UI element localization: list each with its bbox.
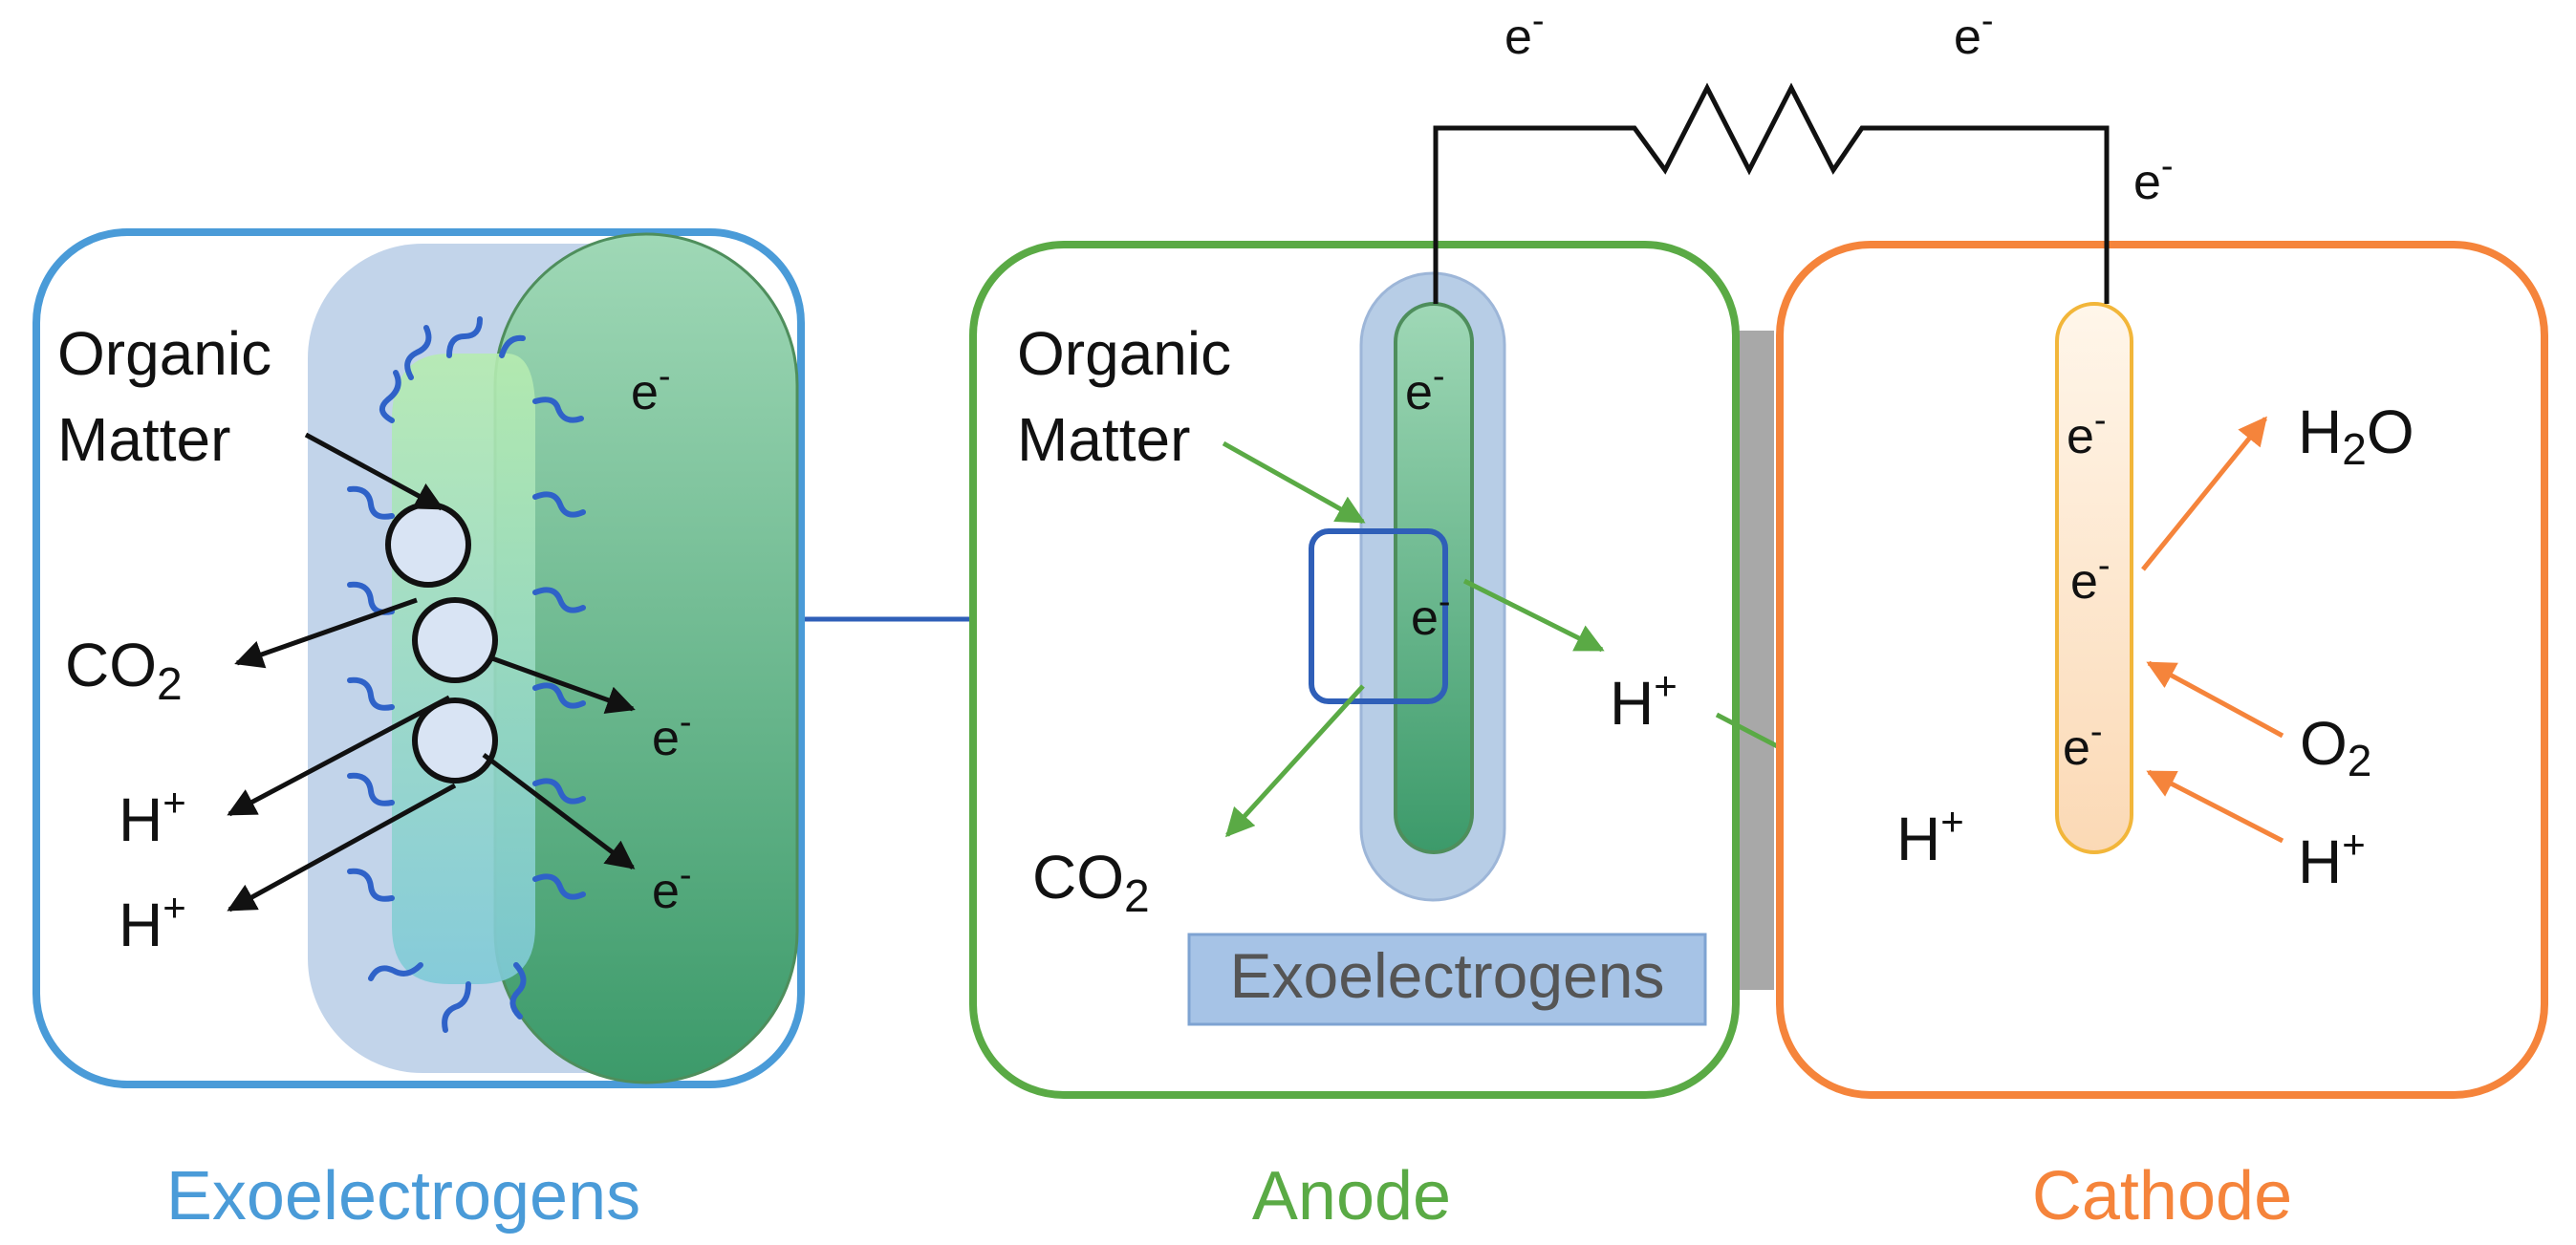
- cathode-h2o-label: H2O: [2298, 397, 2414, 474]
- cathode-proton-label: H+: [2298, 822, 2366, 896]
- anode-co2-label: CO2: [1032, 843, 1150, 922]
- cathode-electron-mid: e-: [2070, 546, 2111, 610]
- cathode-arrow-proton: [2146, 769, 2284, 844]
- cathode-panel: H+ e- e- e- H2O O2 H+: [1776, 241, 2548, 1099]
- left-co2-label: CO2: [65, 631, 183, 710]
- external-circuit: e- e- e-: [1433, 1, 2174, 304]
- cathode-electrode: [2055, 302, 2133, 854]
- cathode-electron-bottom: e-: [2063, 712, 2103, 776]
- left-organic-label-line1: Organic: [57, 319, 271, 388]
- circuit-electron-left: e-: [1504, 1, 1545, 65]
- anode-panel-label: Anode: [1252, 1158, 1451, 1234]
- anode-organic-label-line2: Matter: [1017, 405, 1190, 474]
- left-arrow-e2: [482, 753, 636, 869]
- left-organic-label-line2: Matter: [57, 405, 230, 474]
- anode-biofilm-label-box: [1187, 933, 1707, 1026]
- cathode-arrow-o2: [2146, 660, 2284, 739]
- circuit-electron-cathode: e-: [2133, 146, 2174, 210]
- anode-panel: Organic Matter CO2 H+ e- e- Exoelectroge…: [969, 241, 1855, 1099]
- electrode-region: [493, 232, 799, 1084]
- cathode-o2-label: O2: [2300, 709, 2371, 785]
- left-electron-bottom: e-: [652, 855, 692, 919]
- anode-biofilm-label: Exoelectrogens: [1230, 940, 1665, 1011]
- left-electron-top: e-: [631, 356, 671, 420]
- cathode-electron-top: e-: [2067, 400, 2107, 464]
- left-arrow-h1: [227, 695, 451, 817]
- anode-proton-label: H+: [1610, 663, 1678, 738]
- exoelectrogens-panel: Organic Matter CO2 H+ H+ e- e- e-: [32, 228, 805, 1088]
- left-arrow-organic: [304, 432, 444, 511]
- left-electron-mid: e-: [652, 702, 692, 766]
- anode-organic-label-line1: Organic: [1017, 319, 1231, 388]
- enzyme-circle-3: [412, 698, 498, 783]
- enzyme-circle-2: [412, 597, 498, 683]
- left-arrow-h2: [227, 783, 457, 912]
- enzyme-circle-1: [385, 502, 471, 588]
- cathode-arrow-h2o: [2141, 416, 2267, 571]
- left-proton-label-2: H+: [119, 885, 186, 959]
- cathode-proton-in-label: H+: [1896, 799, 1964, 873]
- bacterium-pili: [347, 316, 586, 1033]
- left-arrow-e1: [488, 655, 636, 714]
- anode-electron-top: e-: [1405, 356, 1445, 420]
- anode-arrow-co2: [1224, 684, 1365, 838]
- left-arrow-co2: [234, 597, 418, 669]
- anode-arrow-proton-out: [1462, 578, 1605, 653]
- circuit-wire-with-resistor: [1433, 82, 2110, 304]
- anode-electron-mid: e-: [1411, 582, 1451, 646]
- left-proton-label-1: H+: [119, 780, 186, 854]
- cathode-panel-label: Cathode: [2032, 1158, 2292, 1234]
- exoelectrogens-panel-label: Exoelectrogens: [166, 1158, 640, 1234]
- anode-arrow-organic: [1222, 440, 1366, 525]
- anode-panel-border: [969, 241, 1740, 1099]
- anode-zoom-box: [1309, 528, 1448, 704]
- circuit-electron-right: e-: [1954, 1, 1994, 65]
